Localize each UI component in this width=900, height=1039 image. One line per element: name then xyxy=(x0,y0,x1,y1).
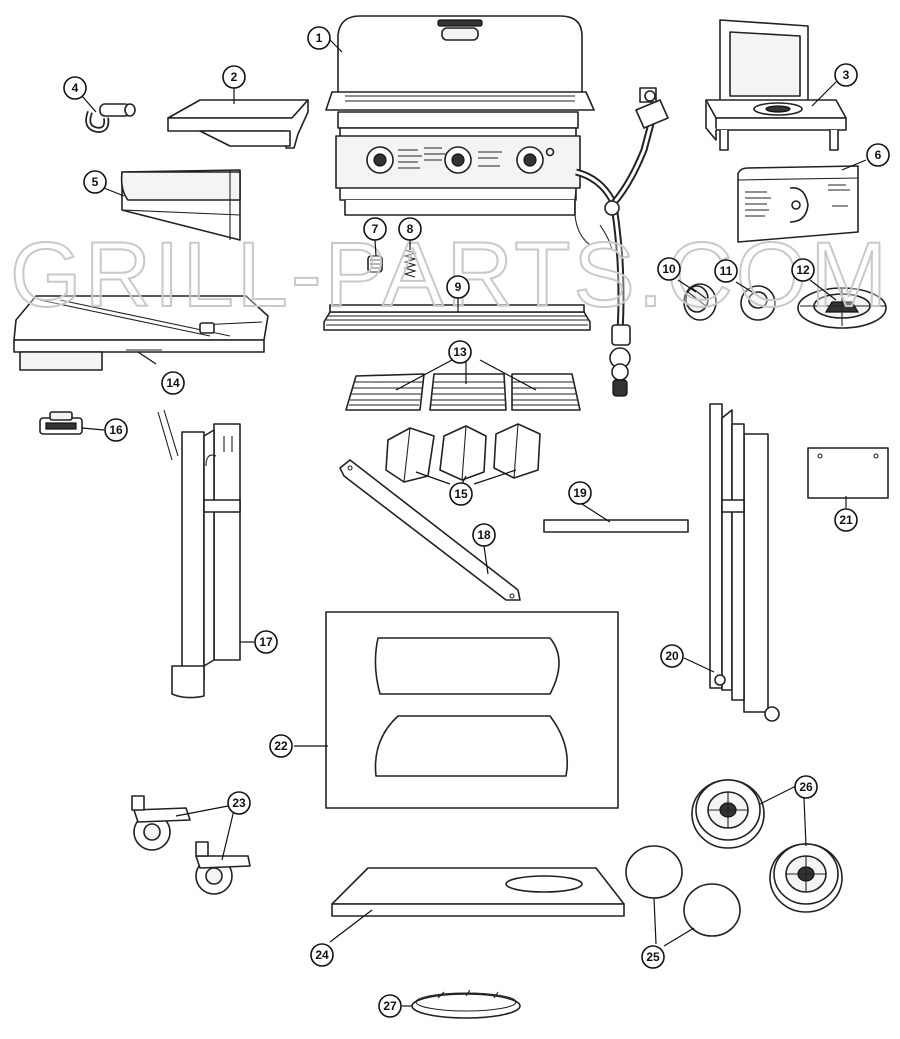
callout-16: 16 xyxy=(104,418,128,442)
callout-2: 2 xyxy=(222,65,246,89)
part-25-foot-caps[interactable] xyxy=(625,845,741,937)
svg-text:26: 26 xyxy=(799,780,813,794)
part-2-side-shelf[interactable] xyxy=(167,99,309,149)
part-18-cross-brace[interactable] xyxy=(339,459,521,601)
part-11-knob-bezel[interactable] xyxy=(740,285,776,321)
svg-text:27: 27 xyxy=(383,999,397,1013)
svg-text:9: 9 xyxy=(455,280,462,294)
callout-20: 20 xyxy=(660,644,684,668)
part-1-grill-body[interactable] xyxy=(325,15,595,216)
callout-11: 11 xyxy=(714,259,738,283)
leader-lines xyxy=(81,39,867,1007)
svg-text:23: 23 xyxy=(232,796,246,810)
svg-text:10: 10 xyxy=(662,262,676,276)
svg-text:25: 25 xyxy=(646,950,660,964)
part-10-control-knob[interactable] xyxy=(683,283,717,321)
callouts: 1 2 3 4 5 6 7 8 9 10 11 12 13 14 15 16 1… xyxy=(63,26,890,1018)
svg-text:21: 21 xyxy=(839,513,853,527)
svg-text:1: 1 xyxy=(316,31,323,45)
callout-19: 19 xyxy=(568,481,592,505)
callout-8: 8 xyxy=(398,217,422,241)
svg-text:14: 14 xyxy=(166,376,180,390)
callout-21: 21 xyxy=(834,508,858,532)
regulator-hose-assembly[interactable] xyxy=(574,87,669,397)
part-17-left-leg-frame[interactable] xyxy=(157,409,241,699)
callout-5: 5 xyxy=(83,170,107,194)
svg-text:3: 3 xyxy=(843,68,850,82)
callout-25: 25 xyxy=(641,945,665,969)
svg-text:6: 6 xyxy=(875,148,882,162)
svg-text:22: 22 xyxy=(274,739,288,753)
svg-text:13: 13 xyxy=(453,345,467,359)
svg-text:16: 16 xyxy=(109,423,123,437)
part-22-back-panel[interactable] xyxy=(325,611,619,809)
callout-13: 13 xyxy=(448,340,472,364)
part-9-warming-rack[interactable] xyxy=(323,304,591,331)
part-20-right-leg-frame[interactable] xyxy=(709,403,780,722)
part-13-cooking-grates[interactable] xyxy=(345,373,581,411)
callout-22: 22 xyxy=(269,734,293,758)
part-16-igniter-module[interactable] xyxy=(39,411,83,435)
svg-text:24: 24 xyxy=(315,948,329,962)
callout-3: 3 xyxy=(834,63,858,87)
part-15-heat-tents[interactable] xyxy=(385,423,541,483)
callout-14: 14 xyxy=(161,371,185,395)
callout-1: 1 xyxy=(307,26,331,50)
callout-12: 12 xyxy=(791,258,815,282)
svg-text:8: 8 xyxy=(407,222,414,236)
svg-text:4: 4 xyxy=(72,81,79,95)
callout-7: 7 xyxy=(363,217,387,241)
svg-text:17: 17 xyxy=(259,635,273,649)
part-26-wheels[interactable] xyxy=(691,779,843,913)
part-12-side-burner-head[interactable] xyxy=(797,287,887,329)
part-3-side-burner[interactable] xyxy=(705,19,847,151)
svg-text:11: 11 xyxy=(720,264,733,278)
callout-15: 15 xyxy=(449,482,473,506)
part-4-hose-clip[interactable] xyxy=(85,103,136,134)
part-23-casters[interactable] xyxy=(131,795,251,895)
callout-18: 18 xyxy=(472,523,496,547)
watermark-text: GRILL-PARTS.COM xyxy=(10,224,890,326)
part-19-front-rail[interactable] xyxy=(543,519,689,533)
part-6-control-panel[interactable] xyxy=(737,165,859,243)
svg-text:15: 15 xyxy=(454,487,468,501)
part-27-retaining-ring[interactable] xyxy=(411,989,521,1019)
callout-27: 27 xyxy=(378,994,402,1018)
svg-text:19: 19 xyxy=(573,486,587,500)
part-8-spring[interactable] xyxy=(403,249,417,278)
callout-6: 6 xyxy=(866,143,890,167)
part-7-igniter[interactable] xyxy=(367,255,383,273)
callout-23: 23 xyxy=(227,791,251,815)
svg-text:7: 7 xyxy=(372,222,379,236)
callout-26: 26 xyxy=(794,775,818,799)
part-5-side-cover[interactable] xyxy=(120,169,241,241)
svg-text:5: 5 xyxy=(92,175,99,189)
svg-text:2: 2 xyxy=(231,70,238,84)
callout-9: 9 xyxy=(446,275,470,299)
part-21-plate[interactable] xyxy=(807,447,889,499)
callout-4: 4 xyxy=(63,76,87,100)
callout-10: 10 xyxy=(657,257,681,281)
part-14-grease-tray[interactable] xyxy=(13,295,269,371)
svg-text:20: 20 xyxy=(665,649,679,663)
part-24-bottom-shelf[interactable] xyxy=(331,867,625,917)
svg-text:12: 12 xyxy=(796,263,810,277)
callout-17: 17 xyxy=(254,630,278,654)
svg-text:18: 18 xyxy=(477,528,491,542)
callout-24: 24 xyxy=(310,943,334,967)
